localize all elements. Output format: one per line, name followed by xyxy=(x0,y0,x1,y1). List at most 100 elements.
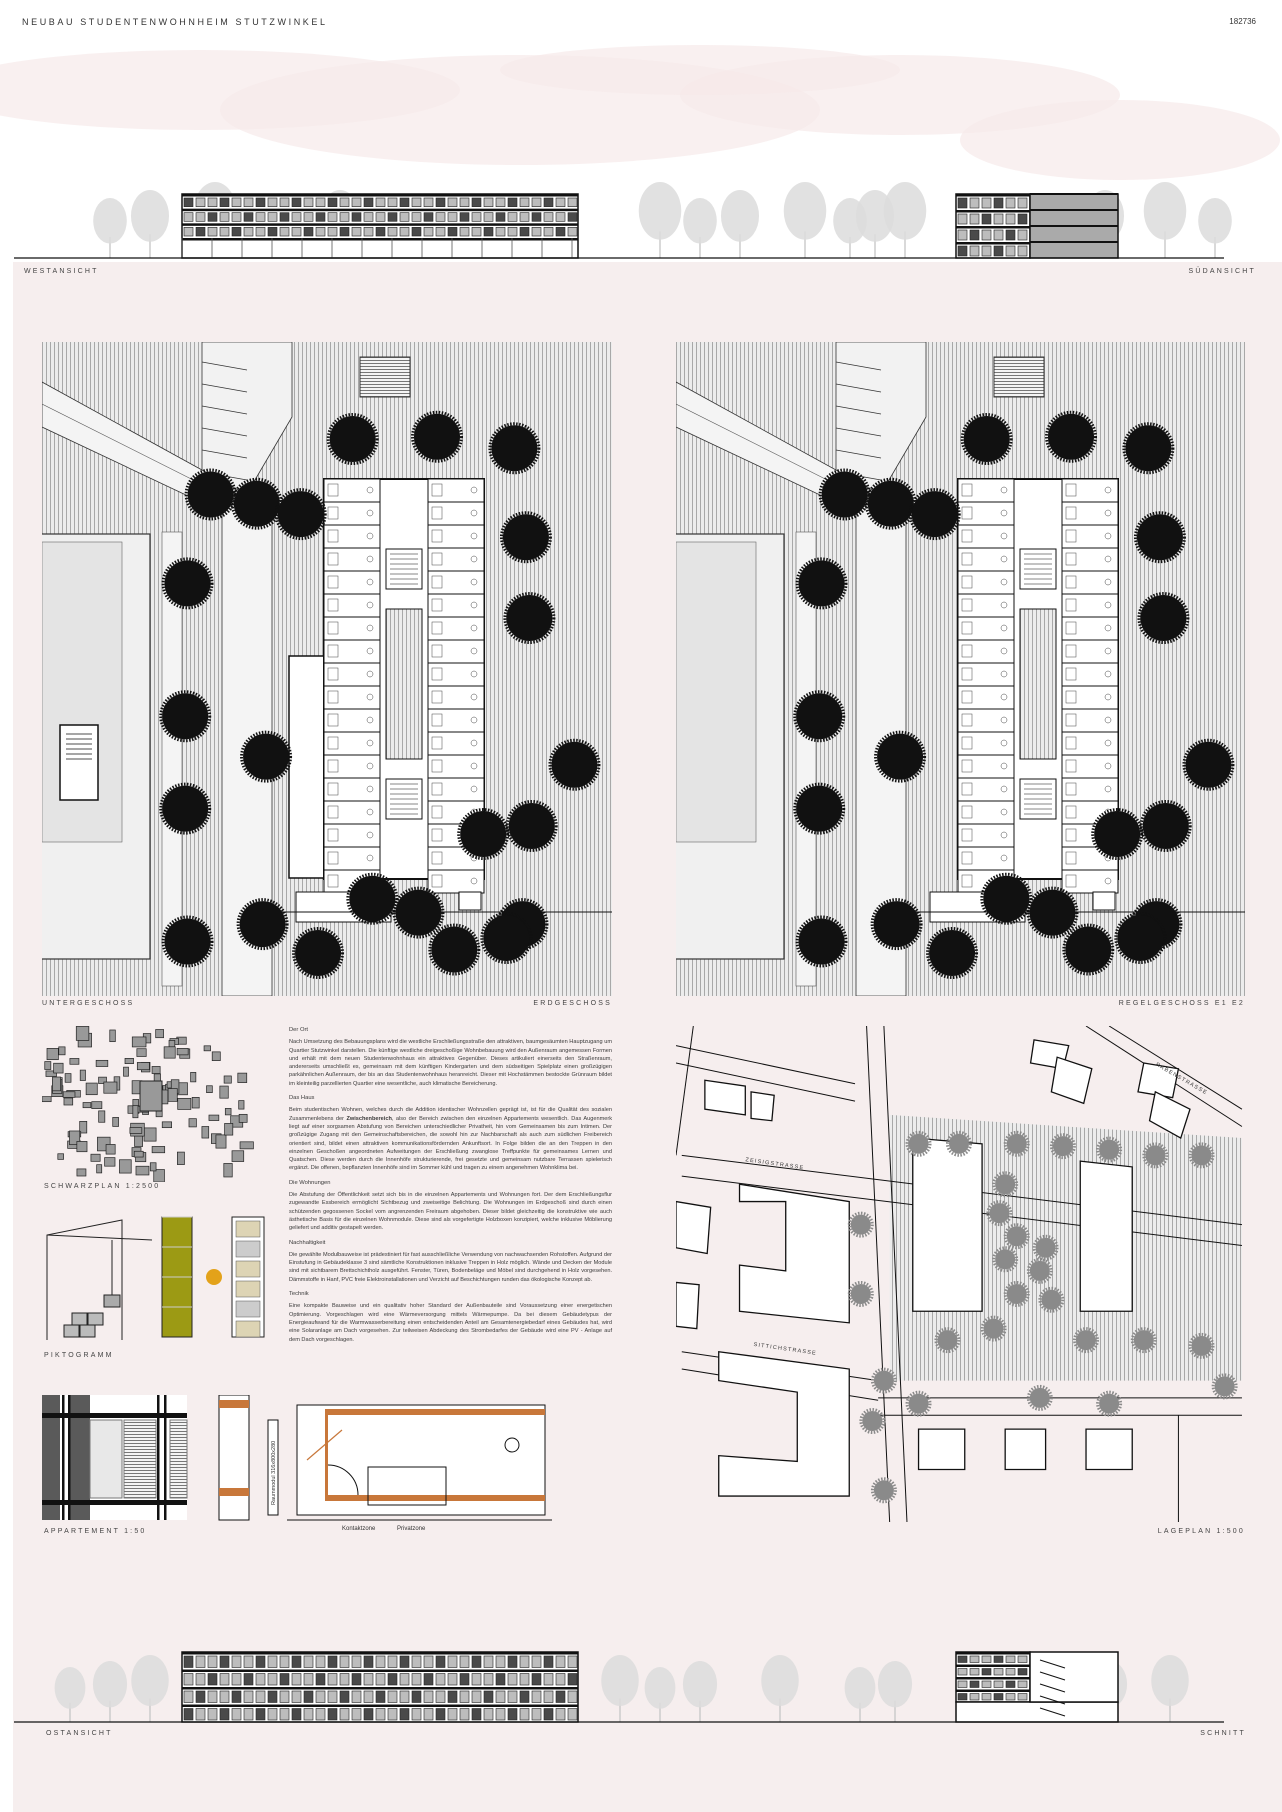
table xyxy=(366,785,374,793)
window xyxy=(387,1690,398,1703)
background-tree xyxy=(883,182,927,240)
table xyxy=(366,647,374,655)
bathroom xyxy=(327,667,339,681)
window xyxy=(567,1655,578,1668)
crane-frame xyxy=(46,1219,123,1340)
window xyxy=(483,1655,494,1668)
basement-stair-core xyxy=(59,724,99,801)
tree-crown-edge xyxy=(818,468,871,521)
building-block xyxy=(718,1350,850,1497)
window xyxy=(435,212,446,222)
window xyxy=(531,227,542,237)
tree-crown xyxy=(329,416,376,463)
building-footprint xyxy=(69,1130,81,1146)
tree-crown-edge xyxy=(1188,1332,1215,1359)
window xyxy=(483,1708,494,1721)
bathroom xyxy=(1065,483,1077,497)
window xyxy=(459,1673,470,1686)
window xyxy=(291,1673,302,1686)
building-footprint xyxy=(64,1073,72,1083)
building-footprint xyxy=(58,1046,66,1056)
site-tree xyxy=(980,1315,1007,1342)
bathroom xyxy=(431,713,443,727)
bathroom xyxy=(431,759,443,773)
apartment-room xyxy=(427,639,485,664)
tree-crown-edge xyxy=(1114,911,1167,964)
tree-crown xyxy=(295,929,342,976)
post xyxy=(164,1395,167,1520)
label-schwarzplan: SCHWARZPLAN 1:2500 xyxy=(44,1183,161,1190)
window xyxy=(399,1708,410,1721)
window xyxy=(207,227,218,237)
parking-stall-line xyxy=(835,383,882,393)
window xyxy=(411,197,422,207)
apartment-room xyxy=(957,524,1015,549)
bathroom xyxy=(327,736,339,750)
window xyxy=(291,1655,302,1668)
window xyxy=(315,1708,326,1721)
table xyxy=(366,555,374,563)
site-tree xyxy=(1130,1327,1157,1354)
building-footprint xyxy=(63,1097,74,1106)
building-block xyxy=(738,1183,850,1324)
table xyxy=(366,624,374,632)
window xyxy=(375,1690,386,1703)
plan-tree xyxy=(159,782,212,835)
window xyxy=(531,1690,542,1703)
building-footprint xyxy=(136,1048,147,1057)
tree-crown xyxy=(164,918,211,965)
window xyxy=(495,212,506,222)
window xyxy=(339,1708,350,1721)
window xyxy=(411,1655,422,1668)
site-tree xyxy=(992,1246,1019,1273)
building-block xyxy=(912,1137,983,1312)
tree-crown xyxy=(1133,1330,1154,1351)
plan-tree xyxy=(240,730,293,783)
tree-crown xyxy=(948,1133,969,1154)
window xyxy=(327,197,338,207)
dark-panel xyxy=(70,1395,90,1520)
tree-crown xyxy=(491,425,538,472)
shutter xyxy=(169,1419,188,1499)
module-label-box xyxy=(267,1419,279,1516)
tree-crown xyxy=(1006,1226,1027,1247)
tree-crown-edge xyxy=(1026,1384,1053,1411)
tree-crown xyxy=(164,560,211,607)
lifted-module xyxy=(103,1294,121,1308)
window xyxy=(339,1690,350,1703)
tree-crown-edge xyxy=(499,511,552,564)
window xyxy=(543,1708,554,1721)
plan-tree xyxy=(1062,923,1115,976)
window xyxy=(327,1673,338,1686)
plan-tree xyxy=(161,557,214,610)
bathroom xyxy=(961,828,973,842)
window xyxy=(195,1690,206,1703)
window xyxy=(423,197,434,207)
apartment-room xyxy=(323,639,381,664)
window xyxy=(411,1690,422,1703)
bathroom xyxy=(961,598,973,612)
tree-crown xyxy=(929,929,976,976)
tree-crown-edge xyxy=(184,468,237,521)
apartment-room xyxy=(957,708,1015,733)
tree-crown-edge xyxy=(847,1211,874,1238)
window xyxy=(387,1655,398,1668)
window xyxy=(255,1655,266,1668)
building-footprint xyxy=(223,1075,232,1084)
tree-crown xyxy=(908,1133,929,1154)
bathroom xyxy=(961,667,973,681)
label-schnitt: SCHNITT xyxy=(1200,1730,1246,1737)
heading-ort: Der Ort xyxy=(289,1027,309,1033)
table xyxy=(470,877,478,885)
table xyxy=(470,739,478,747)
window xyxy=(555,212,566,222)
window xyxy=(1017,1693,1028,1701)
tree-crown-edge xyxy=(1091,808,1144,861)
tree-crown-edge xyxy=(1003,1130,1030,1157)
zone-label-private: Privatzone xyxy=(397,1526,426,1532)
tree-crown xyxy=(1076,1330,1097,1351)
table xyxy=(1000,647,1008,655)
window xyxy=(351,1655,362,1668)
tree-crown xyxy=(1029,1387,1050,1408)
